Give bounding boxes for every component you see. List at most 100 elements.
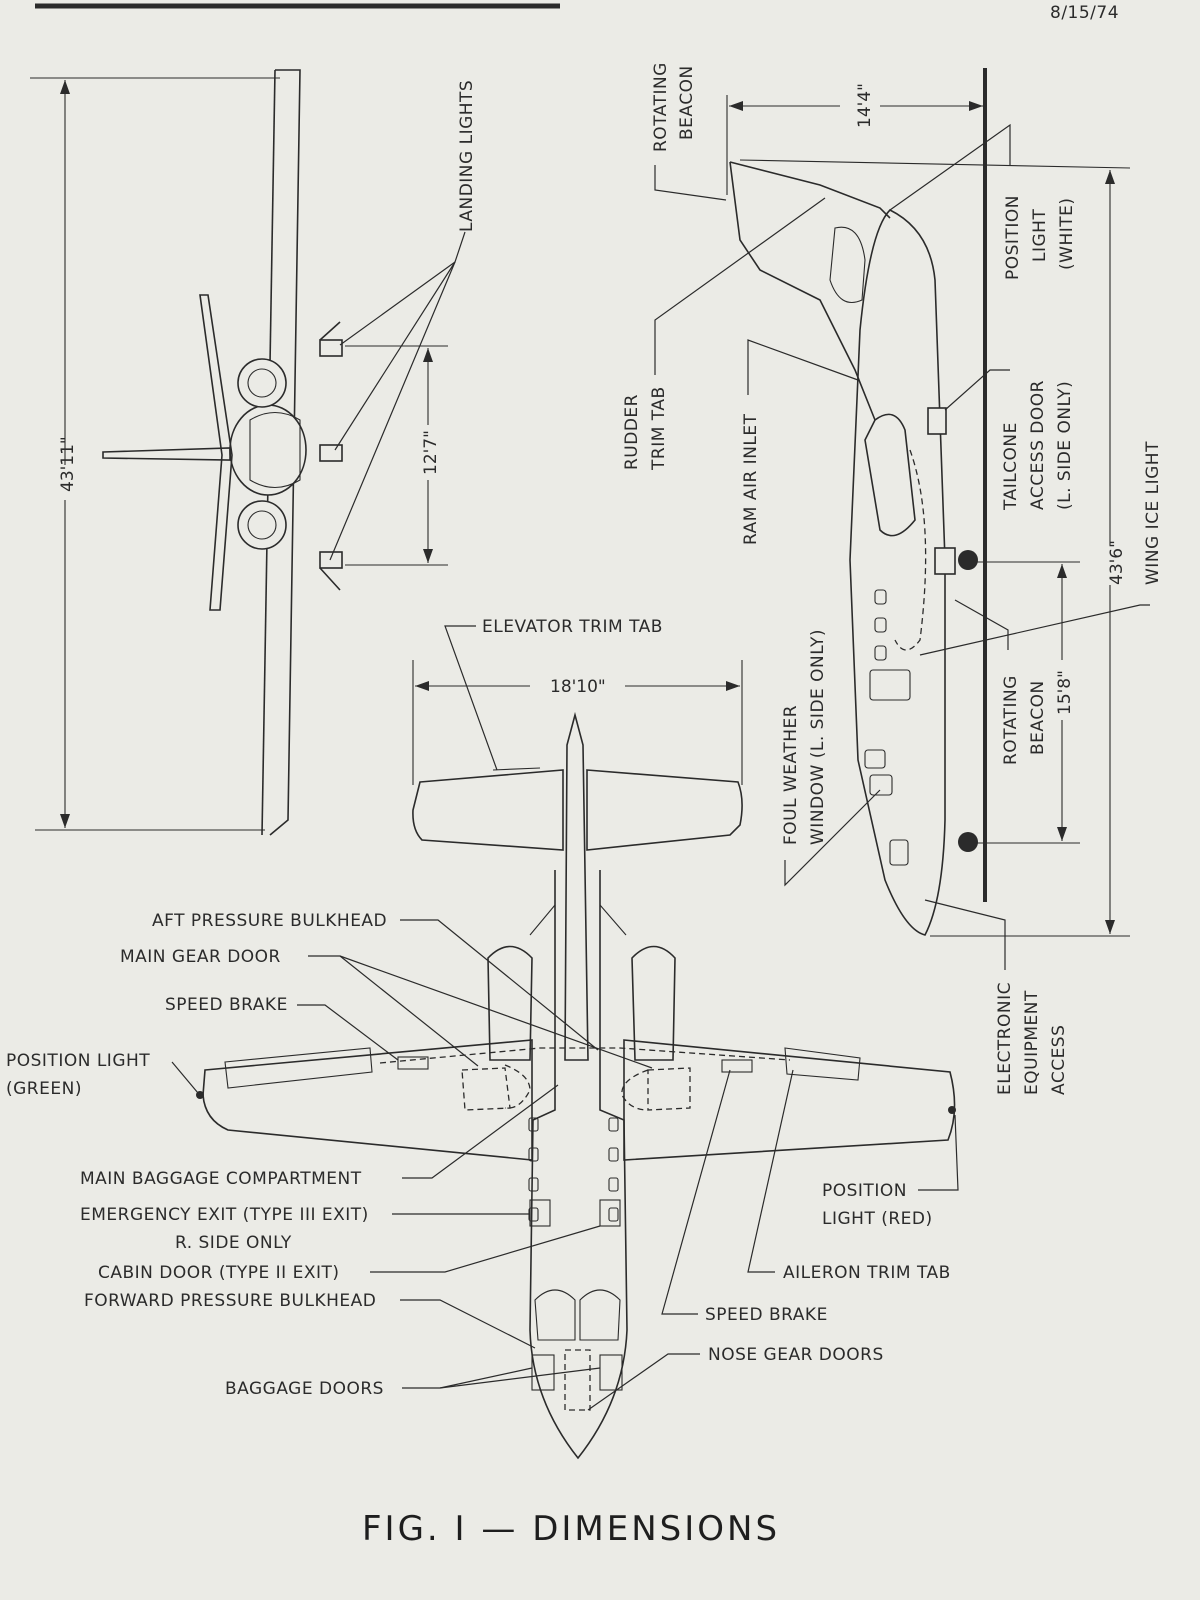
side-view-fuselage <box>849 209 946 936</box>
rotating-beacon-bottom-leader <box>954 599 1009 650</box>
side-view-tailcone-door <box>927 407 947 435</box>
figure-title: FIG. I — DIMENSIONS <box>362 1509 780 1549</box>
landing-lights-label: LANDING LIGHTS <box>457 80 477 232</box>
tailcone-access-door-label-1: TAILCONE <box>1001 422 1021 511</box>
front-view-engine-lower <box>237 500 287 550</box>
top-view-main-gear-door-right <box>647 1067 691 1111</box>
side-view-engine <box>864 413 916 537</box>
side-view-tail-top <box>729 161 891 219</box>
front-view: LANDING LIGHTS 43'11" 12'7" <box>30 69 477 836</box>
rudder-trim-tab-label-2: TRIM TAB <box>649 386 669 471</box>
top-view-baggage-door-left <box>531 1354 555 1391</box>
side-view-nose-wheel <box>958 832 978 852</box>
main-gear-door-leader-right <box>339 955 653 1069</box>
speed-brake-left-leader <box>297 1004 399 1061</box>
position-light-white-leader <box>889 123 1011 211</box>
emergency-exit-label-2: R. SIDE ONLY <box>175 1233 292 1253</box>
top-view-aileron-right <box>784 1047 861 1081</box>
top-view-nose-gear-doors <box>564 1349 591 1411</box>
front-view-stabilizer <box>199 294 233 611</box>
landing-light-middle <box>319 444 343 462</box>
position-light-green-leader <box>171 1061 199 1094</box>
top-view-emergency-exit <box>529 1199 551 1227</box>
position-light-green-label-2: (GREEN) <box>6 1079 82 1099</box>
main-baggage-compartment-label: MAIN BAGGAGE COMPARTMENT <box>80 1169 362 1189</box>
position-light-red-icon <box>948 1106 956 1114</box>
wheelbase-dimension: 15'8" <box>1055 670 1075 715</box>
rudder-trim-tab-label-1: RUDDER <box>622 394 642 470</box>
position-light-red-label-1: POSITION <box>822 1181 907 1201</box>
tailcone-access-door-label-3: (L. SIDE ONLY) <box>1055 381 1075 510</box>
speed-brake-left-label: SPEED BRAKE <box>165 995 288 1015</box>
foul-weather-window-label-1: FOUL WEATHER <box>781 705 801 845</box>
foul-weather-window-label-2: WINDOW (L. SIDE ONLY) <box>808 629 828 845</box>
main-baggage-compartment-leader <box>402 1084 559 1179</box>
main-gear-door-label: MAIN GEAR DOOR <box>120 947 281 967</box>
position-light-red-label-2: LIGHT (RED) <box>822 1209 933 1229</box>
top-view-speed-brake-left <box>397 1056 429 1070</box>
length-dimension: 43'6" <box>1107 540 1127 585</box>
landing-light-upper <box>319 321 343 357</box>
top-view-engine-right <box>631 945 676 1061</box>
aileron-trim-tab-label: AILERON TRIM TAB <box>783 1263 951 1283</box>
elevator-trim-tab-label: ELEVATOR TRIM TAB <box>482 617 663 637</box>
top-view-fin <box>564 711 589 1061</box>
landing-light-lower <box>319 551 343 591</box>
side-view-tail-inlet <box>829 226 866 304</box>
nose-gear-doors-leader <box>587 1353 700 1411</box>
top-view-speed-brake-right <box>721 1059 753 1073</box>
aileron-trim-tab-leader <box>747 1069 794 1273</box>
rudder-trim-tab-leader <box>654 197 826 375</box>
cabin-door-label: CABIN DOOR (TYPE II EXIT) <box>98 1263 340 1283</box>
wingspan-dimension: 43'11" <box>58 436 78 492</box>
aft-pressure-bulkhead-leader <box>400 919 599 1051</box>
tailcone-access-door-label-2: ACCESS DOOR <box>1028 380 1048 510</box>
position-light-green-label-1: POSITION LIGHT <box>6 1051 150 1071</box>
rotating-beacon-top-leader <box>654 165 727 201</box>
top-view-engine-left <box>487 945 533 1061</box>
wing-ice-light-leader <box>919 604 1150 656</box>
ram-air-inlet-label: RAM AIR INLET <box>741 413 761 545</box>
nose-gear-doors-label: NOSE GEAR DOORS <box>708 1345 884 1365</box>
tail-height-dimension: 14'4" <box>855 83 875 128</box>
emergency-exit-label-1: EMERGENCY EXIT (TYPE III EXIT) <box>80 1205 369 1225</box>
wing-ice-light-label: WING ICE LIGHT <box>1143 441 1163 585</box>
baggage-doors-leader-right <box>439 1367 601 1389</box>
stabilizer-span-dimension: 18'10" <box>550 677 606 697</box>
front-view-fin <box>102 447 231 461</box>
rotating-beacon-bottom-label-2: BEACON <box>1028 680 1048 755</box>
top-view-aileron-left <box>224 1047 373 1089</box>
side-view-main-wheel <box>958 550 978 570</box>
rotating-beacon-top-label-2: BEACON <box>677 65 697 140</box>
top-view-cabin-windows <box>528 1117 619 1222</box>
speed-brake-right-leader <box>661 1069 731 1315</box>
cabin-door-leader <box>370 1225 601 1273</box>
top-view-cockpit-right-seat <box>579 1289 621 1341</box>
date-stamp: 8/15/74 <box>1050 3 1119 23</box>
forward-pressure-bulkhead-leader <box>400 1299 536 1349</box>
position-light-white-label-1: POSITION <box>1003 195 1023 280</box>
electronic-equipment-access-leader <box>924 899 1006 970</box>
front-view-windshield <box>249 411 301 489</box>
tailcone-access-door-leader <box>944 369 1010 411</box>
rotating-beacon-top-label-1: ROTATING <box>651 62 671 152</box>
electronic-equipment-access-label-1: ELECTRONIC <box>995 982 1015 1095</box>
side-view-tail-leading <box>729 161 876 421</box>
rotating-beacon-bottom-label-1: ROTATING <box>1001 675 1021 765</box>
speed-brake-right-label: SPEED BRAKE <box>705 1305 828 1325</box>
ram-air-inlet-leader <box>747 339 859 395</box>
position-light-white-label-3: (WHITE) <box>1057 198 1077 271</box>
top-view: 18'10" ELEVATOR TRIM TAB AFT PRESSURE BU… <box>6 617 959 1460</box>
elevator-trim-tab-leader <box>444 625 498 771</box>
position-light-red-leader <box>918 1114 959 1191</box>
landing-light-spacing-dimension: 12'7" <box>421 430 441 475</box>
position-light-white-label-2: LIGHT <box>1030 209 1050 262</box>
side-view-gear-bay <box>894 449 927 651</box>
foul-weather-window-leader <box>784 789 881 887</box>
baggage-doors-label: BAGGAGE DOORS <box>225 1379 384 1399</box>
side-view: 14'4" 43'6" 15'8" ROTATING BEACON POSITI… <box>622 62 1163 1095</box>
forward-pressure-bulkhead-label: FORWARD PRESSURE BULKHEAD <box>84 1291 376 1311</box>
electronic-equipment-access-label-2: EQUIPMENT <box>1022 990 1042 1095</box>
